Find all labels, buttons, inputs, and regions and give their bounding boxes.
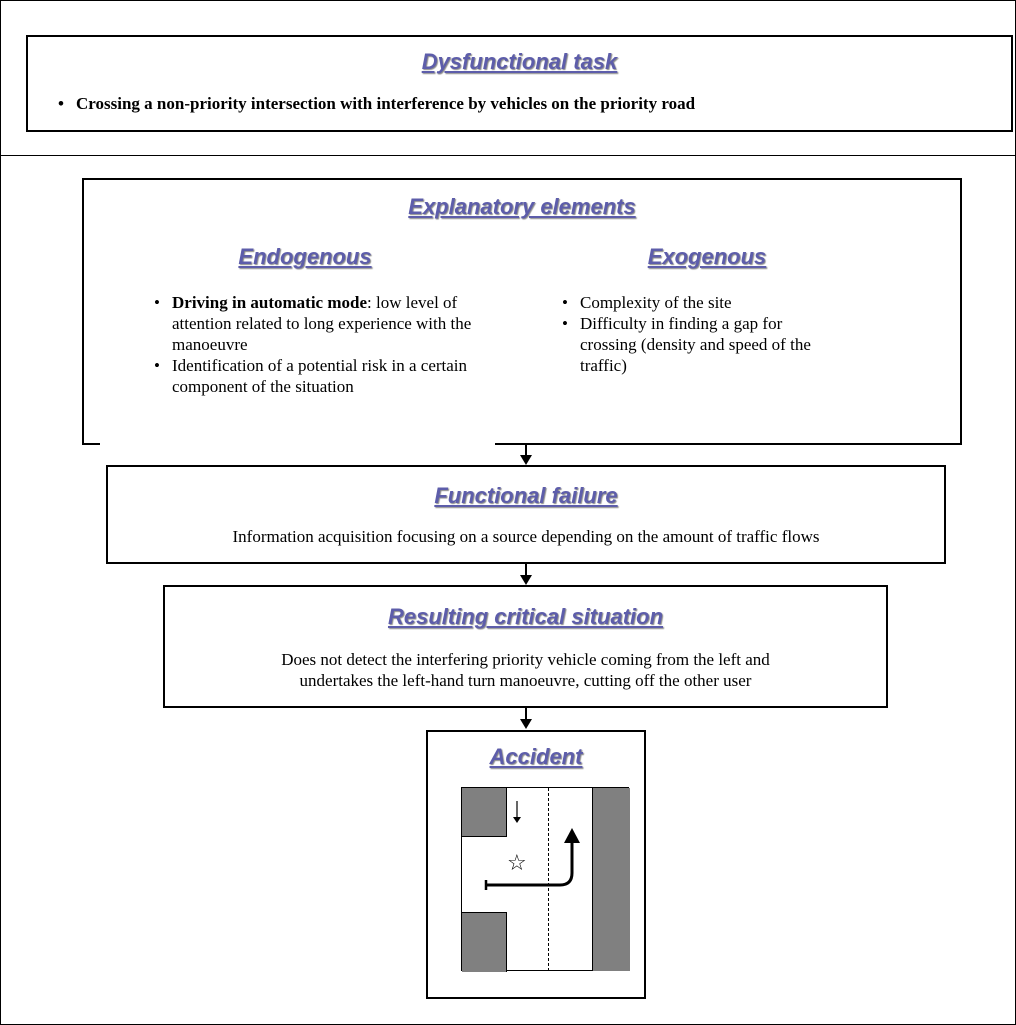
connector-line-3 — [525, 707, 527, 721]
arrowhead-2 — [520, 575, 532, 585]
accident-heading: Accident — [489, 744, 583, 769]
building-bottom-left — [462, 912, 507, 972]
exogenous-item-complexity: Complexity of the site — [556, 292, 826, 313]
exogenous-item-gap: Difficulty in finding a gap for crossing… — [556, 313, 826, 376]
turning-vehicle-arrowhead — [564, 828, 580, 843]
critical-situation-heading: Resulting critical situation — [387, 604, 664, 629]
endogenous-list: Driving in automatic mode: low level of … — [148, 292, 488, 397]
building-top-left — [462, 788, 507, 837]
functional-failure-heading: Functional failure — [434, 483, 618, 508]
endogenous-item-bold: Driving in automatic mode — [172, 293, 368, 312]
explanatory-elements-heading: Explanatory elements — [408, 194, 636, 219]
intersection-diagram: ☆ — [461, 787, 630, 972]
priority-vehicle-arrowhead — [513, 817, 521, 823]
endogenous-heading: Endogenous — [238, 244, 372, 269]
arrowhead-3 — [520, 719, 532, 729]
functional-failure-box: Functional failure Information acquisiti… — [106, 465, 946, 564]
building-right — [592, 788, 630, 971]
collision-star-icon: ☆ — [507, 851, 527, 876]
vehicle-path-diagram — [484, 801, 580, 890]
connector-line-1 — [525, 443, 527, 457]
road-centerline — [548, 788, 549, 971]
critical-situation-box: Resulting critical situation Does not de… — [163, 585, 888, 708]
functional-failure-text: Information acquisition focusing on a so… — [232, 527, 820, 546]
dysfunctional-task-item: Crossing a non-priority intersection wit… — [52, 93, 695, 114]
critical-situation-line-2: undertakes the left-hand turn manoeuvre,… — [299, 671, 752, 690]
accident-box: Accident ☆ — [426, 730, 646, 999]
arrowhead-1 — [520, 455, 532, 465]
turning-vehicle-path — [486, 841, 574, 887]
dysfunctional-task-box: Dysfunctional task Crossing a non-priori… — [26, 35, 1013, 132]
dysfunctional-task-heading: Dysfunctional task — [421, 49, 618, 74]
critical-situation-line-1: Does not detect the interfering priority… — [281, 650, 770, 669]
connector-line-2 — [525, 563, 527, 577]
endogenous-item-automatic-mode: Driving in automatic mode: low level of … — [148, 292, 488, 355]
endogenous-item-rest: level of attention related to long exper… — [172, 293, 472, 354]
explanatory-box-gap — [100, 442, 495, 448]
endogenous-item-colon: : low — [367, 293, 402, 312]
exogenous-list: Complexity of the site Difficulty in fin… — [556, 292, 826, 376]
exogenous-heading: Exogenous — [647, 244, 767, 269]
explanatory-elements-box: Explanatory elements Endogenous Driving … — [82, 178, 962, 445]
dysfunctional-task-bullet: Crossing a non-priority intersection wit… — [52, 93, 695, 114]
endogenous-item-risk: Identification of a potential risk in a … — [148, 355, 488, 397]
